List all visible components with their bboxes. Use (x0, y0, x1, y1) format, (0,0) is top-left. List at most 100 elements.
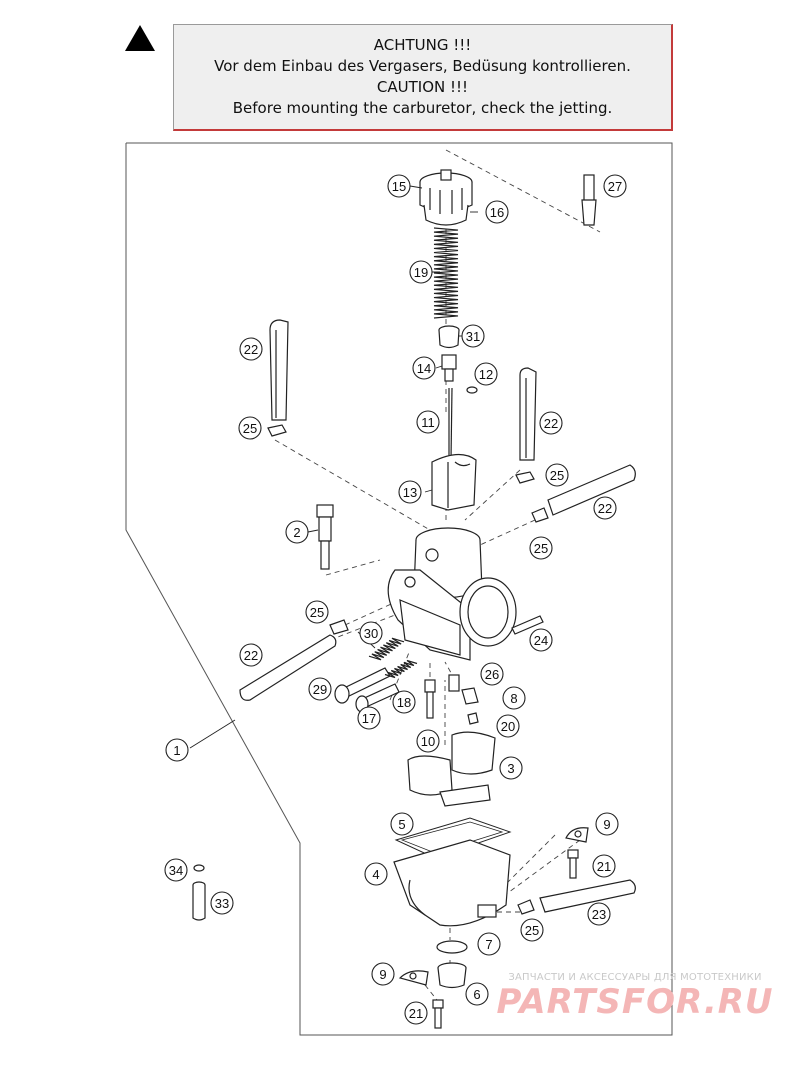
callout-22d: 22 (239, 643, 263, 667)
callout-circle (305, 600, 329, 624)
callout-circle (485, 200, 509, 224)
callout-label: 29 (313, 682, 327, 697)
callout-label: 30 (364, 626, 378, 641)
callout-label: 34 (169, 863, 183, 878)
callout-29: 29 (308, 677, 332, 701)
callout-circle (593, 496, 617, 520)
callout-label: 25 (550, 468, 564, 483)
callout-circle (412, 356, 436, 380)
callout-circle (480, 662, 504, 686)
needle-holder (441, 354, 457, 382)
vent-hose-left (239, 634, 337, 701)
callout-circle (587, 902, 611, 926)
callout-label: 24 (534, 633, 548, 648)
idle-screw (316, 504, 334, 570)
caution-text-de: Vor dem Einbau des Vergasers, Bedüsung k… (214, 57, 631, 75)
callout-label: 33 (215, 896, 229, 911)
callout-circle (404, 1001, 428, 1025)
throttle-spring (433, 227, 459, 319)
callout-label: 5 (398, 817, 405, 832)
callout-circle (387, 174, 411, 198)
callout-label: 15 (392, 179, 406, 194)
callout-25b: 25 (545, 463, 569, 487)
callout-34: 34 (164, 858, 188, 882)
callout-label: 2 (293, 525, 300, 540)
callout-label: 25 (310, 605, 324, 620)
callout-31: 31 (461, 324, 485, 348)
callout-10: 10 (416, 729, 440, 753)
callout-11: 11 (416, 410, 440, 434)
callout-label: 7 (485, 937, 492, 952)
callout-circle (496, 714, 520, 738)
callout-14: 14 (412, 356, 436, 380)
callout-20: 20 (496, 714, 520, 738)
callout-circle (477, 932, 501, 956)
callout-2: 2 (285, 520, 309, 544)
callout-label: 10 (421, 734, 435, 749)
seal-cap (438, 325, 460, 349)
o-ring (436, 940, 468, 954)
callout-27: 27 (603, 174, 627, 198)
callout-label: 25 (525, 923, 539, 938)
callout-label: 4 (372, 867, 379, 882)
callout-1: 1 (165, 738, 189, 762)
callout-9a: 9 (595, 812, 619, 836)
callout-15: 15 (387, 174, 411, 198)
callout-25e: 25 (520, 918, 544, 942)
callout-label: 11 (421, 415, 435, 430)
callout-label: 17 (362, 711, 376, 726)
callout-circle (164, 858, 188, 882)
callout-circle (502, 686, 526, 710)
callout-circle (239, 643, 263, 667)
callout-26: 26 (480, 662, 504, 686)
callout-label: 19 (414, 265, 428, 280)
callout-circle (595, 812, 619, 836)
callout-label: 25 (243, 421, 257, 436)
callout-circle (499, 756, 523, 780)
overflow-hose (539, 879, 636, 913)
caution-text-en: Before mounting the carburetor, check th… (232, 99, 613, 117)
callout-label: 22 (598, 501, 612, 516)
vent-hose-top-left (269, 319, 289, 421)
callout-19: 19 (409, 260, 433, 284)
callout-9b: 9 (371, 962, 395, 986)
callout-circle (364, 862, 388, 886)
callout-circle (529, 536, 553, 560)
float-bowl (393, 839, 511, 927)
caution-notice: ACHTUNG !!! Vor dem Einbau des Vergasers… (173, 24, 673, 131)
callout-circle (390, 812, 414, 836)
callout-3: 3 (499, 756, 523, 780)
callout-label: 25 (534, 541, 548, 556)
callout-21a: 21 (592, 854, 616, 878)
callout-circle (520, 918, 544, 942)
callout-13: 13 (398, 480, 422, 504)
drain-plug (437, 962, 467, 989)
main-jet (424, 679, 436, 719)
callout-17: 17 (357, 706, 381, 730)
callout-circle (539, 411, 563, 435)
callout-circle (238, 416, 262, 440)
assembly-frame (125, 142, 673, 1036)
callout-label: 8 (510, 691, 517, 706)
callout-12: 12 (474, 362, 498, 386)
callout-label: 20 (501, 719, 515, 734)
callout-circle (392, 690, 416, 714)
callout-circle (592, 854, 616, 878)
callout-label: 27 (608, 179, 622, 194)
callout-7: 7 (477, 932, 501, 956)
mixture-screw (334, 667, 391, 704)
callout-6: 6 (465, 982, 489, 1006)
vent-hose-right (547, 464, 636, 516)
callout-label: 9 (603, 817, 610, 832)
throttle-slide (431, 453, 477, 511)
callout-33: 33 (210, 891, 234, 915)
callout-label: 31 (466, 329, 480, 344)
callout-24: 24 (529, 628, 553, 652)
callout-label: 1 (173, 743, 180, 758)
callout-circle (603, 174, 627, 198)
callout-25c: 25 (529, 536, 553, 560)
callout-circle (529, 628, 553, 652)
watermark-tagline: ЗАПЧАСТИ И АКСЕССУАРЫ ДЛЯ МОТОТЕХНИКИ (508, 972, 762, 983)
carb-cap (419, 169, 473, 226)
